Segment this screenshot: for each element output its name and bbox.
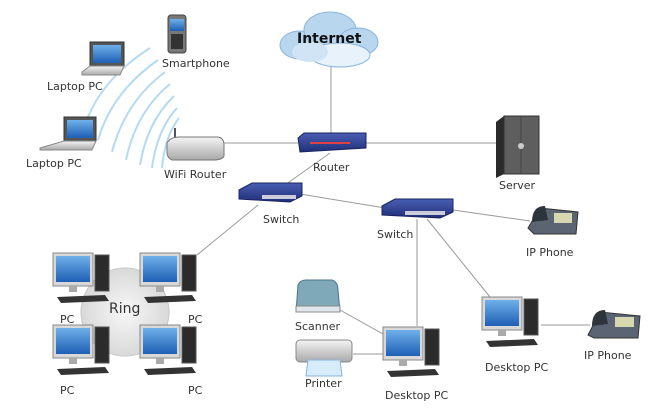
printer-icon [295,339,353,377]
ip-phone-icon [587,310,641,339]
desktop-pc-icon [52,252,110,303]
scanner-icon [295,279,341,313]
laptop-icon [39,116,97,151]
label-pc-1: PC [60,313,75,326]
label-printer: Printer [305,377,342,390]
label-switch-2: Switch [377,228,414,241]
cloud-icon [279,11,379,68]
smartphone-icon [167,14,187,54]
router-icon [297,132,367,153]
edge-switch1-pc [196,204,259,256]
label-pc-3: PC [60,384,75,397]
laptop-icon [81,41,125,76]
switch-icon [238,182,303,203]
ip-phone-icon [527,206,579,235]
connections [196,62,590,355]
label-pc-4: PC [188,384,203,397]
label-desktop-pc-2: Desktop PC [485,361,549,374]
label-internet: Internet [297,31,362,47]
desktop-pc-icon [382,326,440,377]
edge-switch2-desktop2 [426,218,491,298]
wifi-router-icon [166,128,225,161]
desktop-pc-icon [139,252,197,303]
edge-switch2-ipphone [452,209,531,222]
desktop-pc-icon [481,296,539,347]
edge-switch1-switch2 [299,193,386,209]
wifi-waves [84,47,180,169]
label-server: Server [499,179,536,192]
label-ring: Ring [109,301,141,317]
label-scanner: Scanner [295,320,341,333]
switch-icon [381,198,454,219]
label-switch-1: Switch [263,213,300,226]
desktop-pc-icon [52,324,110,375]
label-laptop-1: Laptop PC [47,80,103,93]
edge-scanner-desktop1 [339,309,384,335]
desktop-pc-icon [139,324,197,375]
label-laptop-2: Laptop PC [26,157,82,170]
label-smartphone: Smartphone [162,57,230,70]
label-pc-2: PC [188,313,203,326]
label-wifi-router: WiFi Router [164,168,227,181]
label-router: Router [313,161,350,174]
label-desktop-pc-1: Desktop PC [385,389,449,402]
server-icon [496,115,540,178]
label-ip-phone-2: IP Phone [584,349,632,362]
label-ip-phone-1: IP Phone [526,246,574,259]
